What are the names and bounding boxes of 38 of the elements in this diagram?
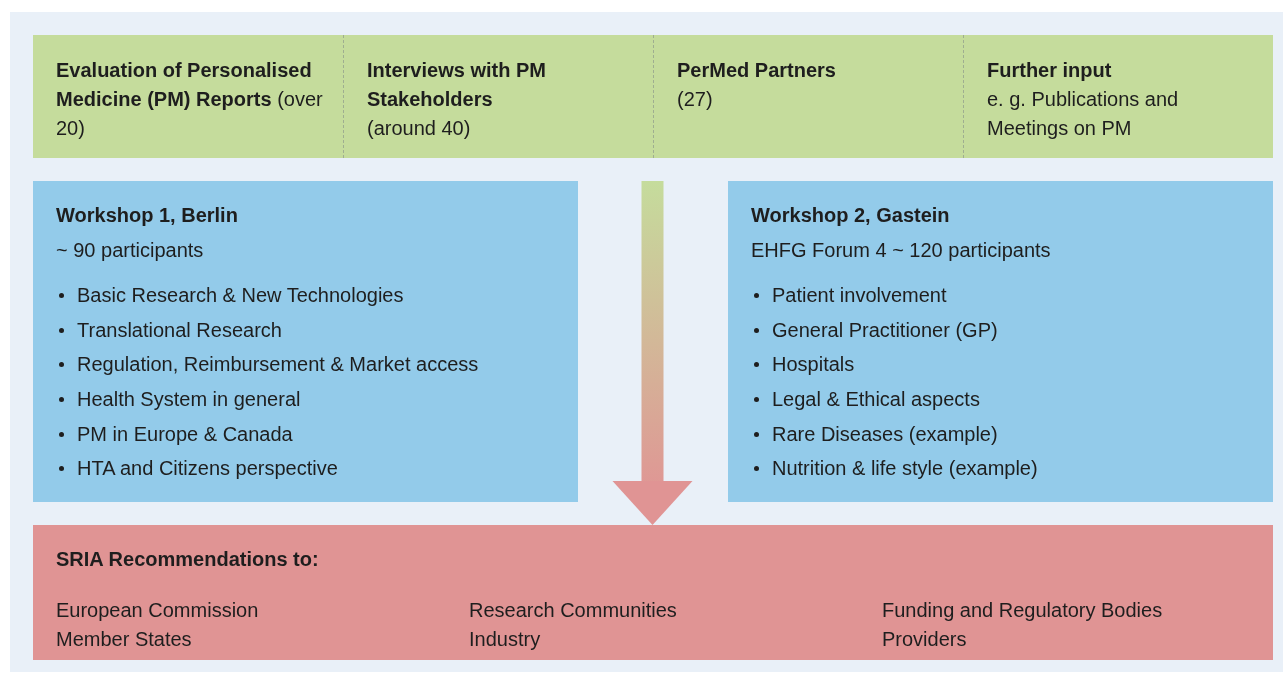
workshop-title: Workshop 2, Gastein bbox=[751, 203, 951, 228]
source-title: Further input bbox=[987, 58, 1113, 83]
topic-item: Basic Research & New Technologies bbox=[77, 283, 404, 307]
topic-item: PM in Europe & Canada bbox=[77, 422, 293, 446]
source-title: Evaluation of Personalised Medicine (PM) Reports (over 20) bbox=[56, 58, 324, 141]
workshop-title: Workshop 1, Berlin bbox=[56, 203, 239, 228]
source-box bbox=[963, 35, 1273, 158]
participants-note: ~ 90 participants bbox=[56, 238, 205, 263]
recipient-item: Research Communities bbox=[469, 598, 678, 623]
workshop-box bbox=[33, 181, 578, 502]
recipient-item: Member States bbox=[56, 627, 193, 652]
topic-item: Hospitals bbox=[772, 353, 855, 377]
source-box bbox=[653, 35, 963, 158]
topic-item: Translational Research bbox=[77, 318, 282, 342]
source-box bbox=[33, 35, 343, 158]
source-title: Interviews with PM Stakeholders bbox=[367, 58, 547, 112]
source-detail: (27) bbox=[677, 87, 714, 112]
topic-item: Regulation, Reimbursement & Market access bbox=[77, 353, 479, 377]
recipient-item: Industry bbox=[469, 627, 542, 652]
source-detail: (around 40) bbox=[367, 116, 472, 141]
topic-item: General Practitioner (GP) bbox=[772, 318, 998, 342]
topic-item: Nutrition & life style (example) bbox=[772, 457, 1038, 481]
recipient-item: Funding and Regulatory Bodies bbox=[882, 598, 1164, 623]
source-title: PerMed Partners bbox=[677, 58, 837, 83]
workshop-box bbox=[728, 181, 1273, 502]
topic-item: Legal & Ethical aspects bbox=[772, 387, 980, 411]
recipient-item: Providers bbox=[882, 627, 968, 652]
source-detail: e. g. Publications and Meetings on PM bbox=[987, 87, 1180, 141]
topic-item: Health System in general bbox=[77, 387, 301, 411]
recommendation-box bbox=[33, 525, 1273, 660]
recipient-item: European Commission bbox=[56, 598, 260, 623]
participants-note: EHFG Forum 4 ~ 120 participants bbox=[751, 238, 1052, 263]
source-box bbox=[343, 35, 653, 158]
recommendation-title: SRIA Recommendations to: bbox=[56, 547, 320, 572]
topic-item: Rare Diseases (example) bbox=[772, 422, 998, 446]
topic-item: HTA and Citizens perspective bbox=[77, 457, 338, 481]
flow-arrow bbox=[612, 181, 693, 525]
topic-item: Patient involvement bbox=[772, 283, 947, 307]
